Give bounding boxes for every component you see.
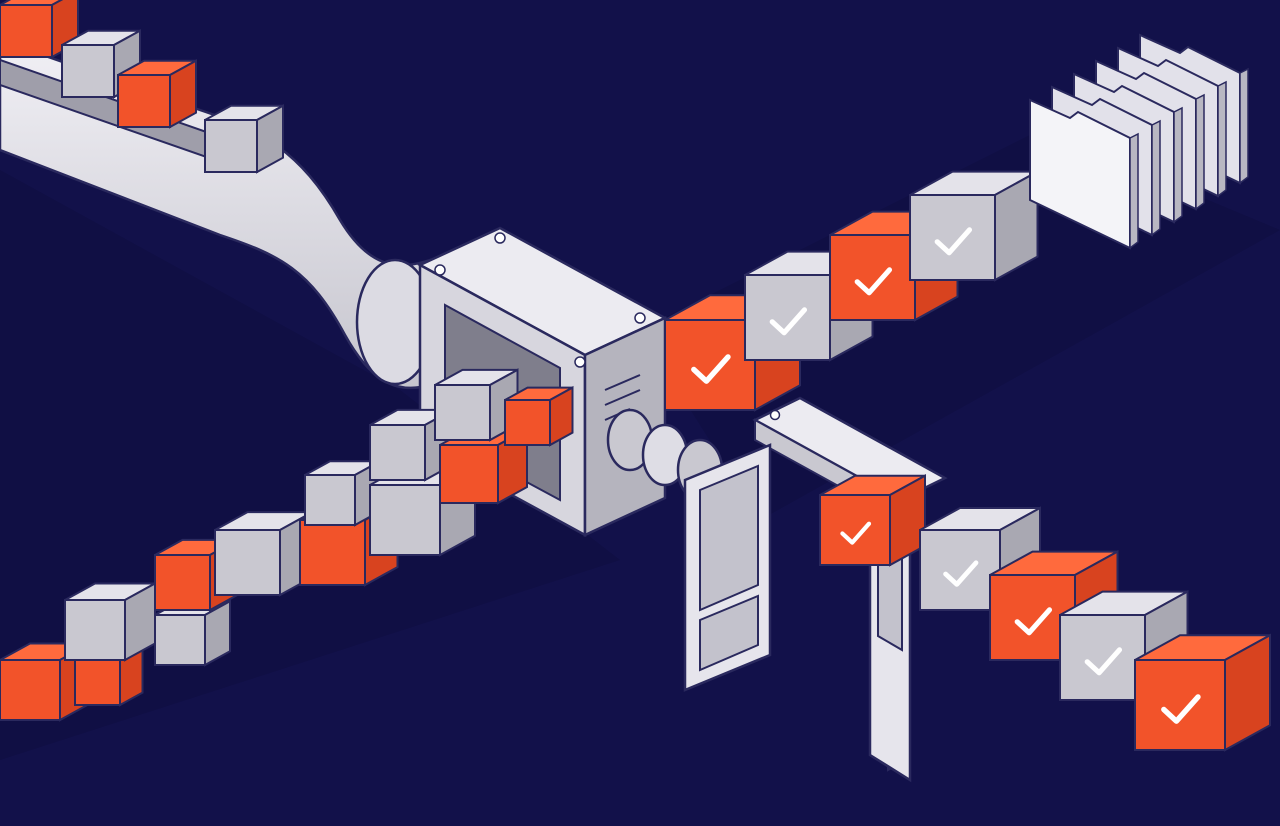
cube-rows xyxy=(0,0,1271,752)
chute-cube xyxy=(117,59,197,129)
unsorted-cube xyxy=(214,510,314,597)
checkmark-icon xyxy=(943,560,979,587)
checkmark-icon xyxy=(840,521,872,545)
checked-cube xyxy=(819,474,926,567)
checkmark-icon xyxy=(769,307,808,336)
unsorted-cube xyxy=(504,385,574,447)
unsorted-cube xyxy=(304,459,381,527)
folder-stack xyxy=(1029,33,1249,250)
checked-cube xyxy=(1134,633,1271,752)
checkmark-icon xyxy=(691,354,731,384)
sorting-machine xyxy=(417,226,724,538)
checkmark-icon xyxy=(854,267,893,296)
checkmark-icon xyxy=(934,227,973,256)
folder-icon xyxy=(1029,98,1139,250)
checkmark-icon xyxy=(1084,647,1123,676)
sorted-cube xyxy=(909,169,1039,282)
checkmark-icon xyxy=(1014,607,1053,636)
unsorted-cube xyxy=(64,581,156,662)
chute-cube xyxy=(204,104,284,174)
checkmark-icon xyxy=(1161,694,1201,724)
